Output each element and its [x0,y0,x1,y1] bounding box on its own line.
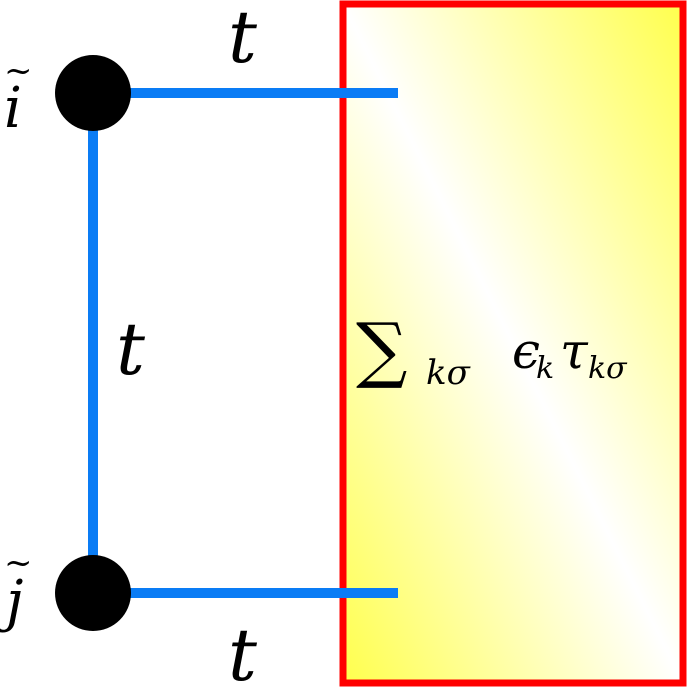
bath-box [339,0,687,687]
site-i-node [55,55,131,131]
hopping-bottom-label: t [228,613,258,687]
site-j-label: j [0,569,23,634]
bath-tau: τ [560,322,589,380]
hopping-top-label: t [228,0,258,79]
site-j-node [55,555,131,631]
bath-sum-subscript: kσ [426,353,471,393]
hopping-vertical-label: t [116,307,146,391]
site-j-tilde: ~ [4,543,33,583]
bath-tau-subscript: kσ [588,351,628,386]
bath-epsilon-subscript: k [536,351,554,386]
bath-sum-symbol: ∑ [356,307,407,391]
bath-epsilon: ϵ [512,322,540,380]
site-i-tilde: ~ [4,51,33,91]
site-i-label: i [4,76,22,141]
